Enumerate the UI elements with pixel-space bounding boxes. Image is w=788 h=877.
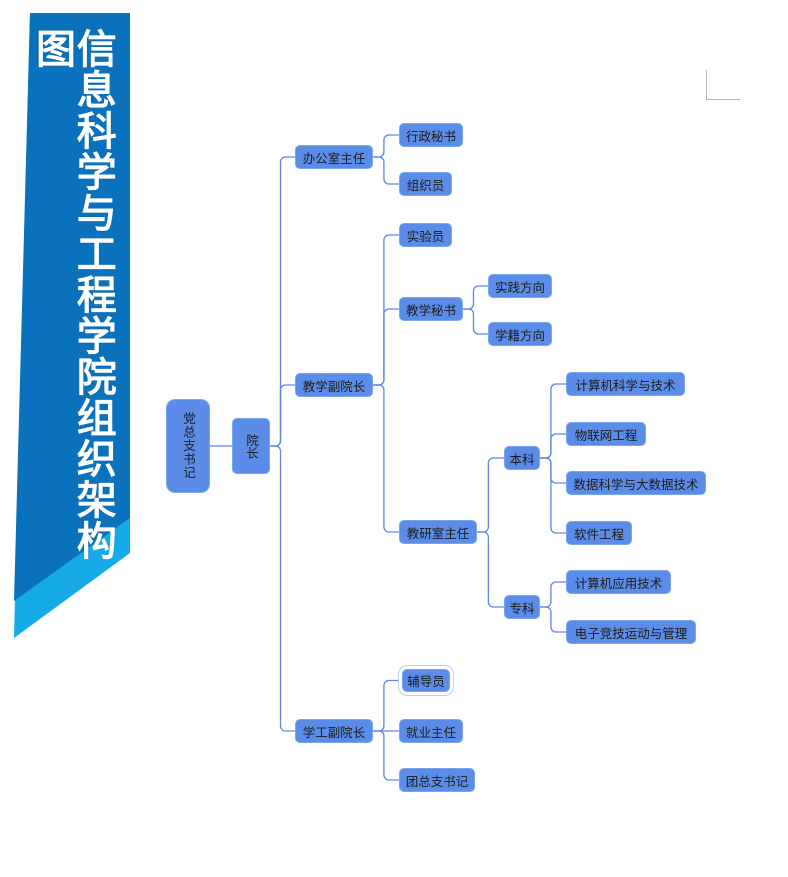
org-node-label: 计算机科学与技术	[575, 377, 676, 393]
connector	[373, 730, 399, 781]
canvas-corner-mark	[706, 70, 740, 100]
org-node[interactable]: 学籍方向	[488, 322, 552, 346]
connector	[270, 156, 295, 447]
org-node-label: 辅导员	[407, 674, 445, 689]
org-node-label: 实践方向	[494, 279, 545, 295]
org-node-label: 教研室主任	[406, 525, 470, 541]
org-node-label: 办公室主任	[302, 150, 366, 166]
org-node[interactable]: 教学秘书	[399, 297, 463, 321]
connector	[373, 134, 399, 158]
org-node[interactable]: 就业主任	[399, 719, 463, 743]
org-node-label: 物联网工程	[574, 427, 638, 443]
org-node-label: 数据科学与大数据技术	[573, 476, 699, 492]
connector	[373, 156, 399, 185]
org-node[interactable]: 院长	[232, 418, 270, 474]
org-node-label: 计算机应用技术	[574, 575, 663, 591]
org-node-label: 党总支书记	[181, 412, 196, 480]
org-node-label: 教学副院长	[302, 378, 366, 394]
org-node[interactable]: 数据科学与大数据技术	[566, 471, 706, 495]
org-node-label: 实验员	[406, 228, 445, 244]
org-node[interactable]: 物联网工程	[566, 422, 646, 446]
corner-mark-vertical-line	[706, 70, 707, 100]
org-node-label: 就业主任	[405, 724, 456, 740]
org-node[interactable]: 办公室主任	[295, 145, 373, 169]
org-node-label: 团总支书记	[405, 773, 469, 789]
org-node[interactable]: 团总支书记	[399, 768, 475, 792]
connector	[540, 581, 566, 608]
org-node[interactable]: 学工副院长	[295, 719, 373, 743]
org-node-label: 软件工程	[573, 526, 624, 542]
org-node[interactable]: 计算机科学与技术	[566, 372, 685, 396]
org-node[interactable]: 实践方向	[488, 274, 552, 298]
org-node-label: 电子竞技运动与管理	[574, 625, 688, 641]
org-node-label: 学工副院长	[302, 724, 366, 740]
org-node[interactable]: 党总支书记	[166, 399, 210, 493]
corner-mark-horizontal-line	[706, 99, 740, 100]
org-node[interactable]: 实验员	[399, 223, 452, 247]
connector	[540, 606, 566, 633]
org-node-label: 行政秘书	[405, 128, 456, 144]
connector	[540, 383, 566, 459]
org-node[interactable]: 教学副院长	[295, 373, 373, 397]
org-node-label: 组织员	[406, 177, 445, 193]
connector	[463, 308, 488, 335]
org-node-label: 教学秘书	[405, 302, 456, 318]
connector	[477, 531, 504, 608]
org-node[interactable]: 行政秘书	[399, 123, 463, 147]
org-node-label: 院长	[244, 433, 260, 459]
banner-shape	[14, 13, 130, 638]
connector	[540, 457, 566, 534]
org-node[interactable]: 辅导员	[402, 669, 450, 692]
connector	[270, 445, 295, 732]
connector	[373, 308, 399, 386]
org-node-label: 本科	[509, 451, 535, 467]
connector	[463, 285, 488, 310]
org-node[interactable]: 电子竞技运动与管理	[566, 620, 696, 644]
org-node-label: 学籍方向	[494, 327, 545, 343]
org-node[interactable]: 教研室主任	[399, 520, 477, 544]
org-node-label: 专科	[509, 600, 535, 616]
connector	[540, 433, 566, 459]
connector	[270, 384, 295, 447]
banner-main-shape	[14, 13, 130, 601]
connector	[373, 384, 399, 533]
org-node[interactable]: 软件工程	[566, 521, 632, 545]
org-node[interactable]: 计算机应用技术	[566, 570, 671, 594]
org-node[interactable]: 组织员	[399, 172, 452, 196]
connector	[477, 457, 504, 533]
connector	[540, 457, 566, 484]
connector	[373, 679, 402, 732]
org-node[interactable]: 本科	[504, 446, 540, 470]
org-node[interactable]: 专科	[504, 595, 540, 619]
